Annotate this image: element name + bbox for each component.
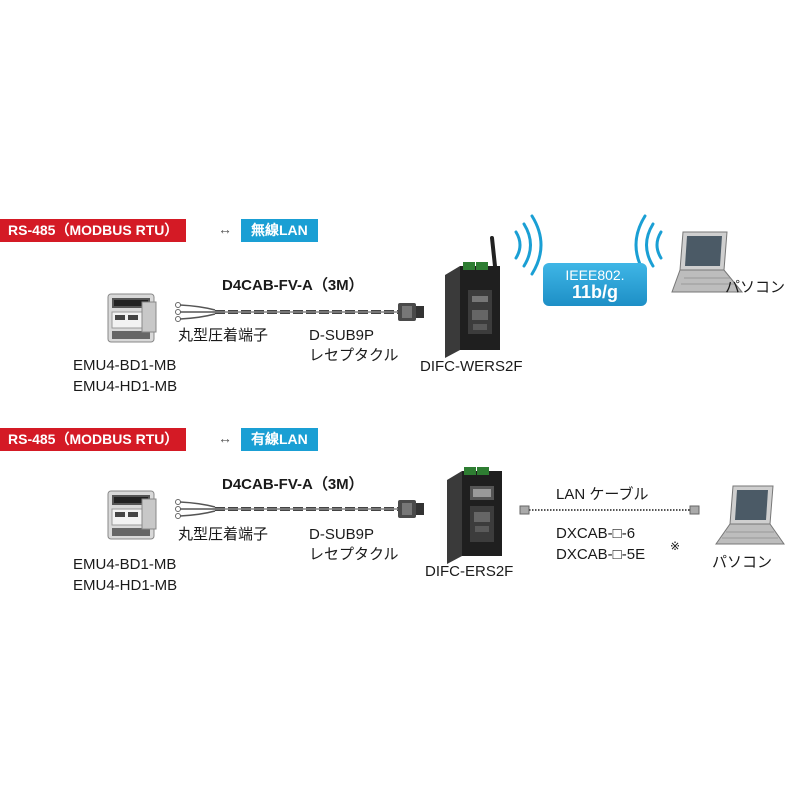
lan-tag-wired: 有線LAN	[241, 428, 318, 451]
device-label-wired: DIFC-ERS2F	[425, 563, 514, 580]
lan-cable-label: LAN ケーブル	[556, 486, 649, 503]
dsub-connector-icon	[398, 500, 424, 518]
laptop-icon	[715, 485, 785, 545]
lan-cable-model-2: DXCAB-□-5E	[556, 546, 646, 563]
meter-label-line1: EMU4-BD1-MB	[73, 556, 177, 573]
dsub-label-line2: レセプタクル	[309, 546, 399, 563]
wireless-waves-icon	[514, 214, 543, 276]
lan-cable-icon	[519, 505, 700, 515]
cable-name-wireless: D4CAB-FV-A（3M）	[222, 277, 364, 294]
bidirectional-arrow-icon: ↔	[218, 430, 232, 446]
dsub-label-line1: D-SUB9P	[309, 526, 375, 543]
meter-module-icon	[107, 293, 157, 343]
dsub-label-line2: レセプタクル	[309, 347, 399, 364]
meter-label-line1: EMU4-BD1-MB	[73, 357, 177, 374]
lan-tag-wireless: 無線LAN	[241, 219, 318, 242]
crimp-terminal-icon	[175, 302, 181, 322]
terminal-label: 丸型圧着端子	[178, 526, 269, 543]
protocol-tag-wired: RS-485（MODBUS RTU）	[0, 428, 187, 451]
bidirectional-arrow-icon: ↔	[218, 221, 232, 237]
protocol-tag-wireless: RS-485（MODBUS RTU）	[0, 219, 187, 242]
device-label-wireless: DIFC-WERS2F	[420, 358, 523, 375]
pc-label-wireless: パソコン	[725, 279, 786, 296]
converter-device-icon	[445, 236, 500, 358]
meter-label-line2: EMU4-HD1-MB	[73, 577, 178, 594]
terminal-label: 丸型圧着端子	[178, 327, 269, 344]
laptop-icon	[671, 231, 744, 293]
meter-module-icon	[107, 490, 157, 540]
lan-cable-model-1: DXCAB-□-6	[556, 525, 636, 542]
pc-label-wired: パソコン	[712, 554, 773, 571]
ieee-line1: IEEE802.	[565, 267, 625, 283]
converter-device-icon	[447, 467, 502, 564]
meter-label-line2: EMU4-HD1-MB	[73, 378, 178, 395]
ieee-badge: IEEE802. 11b/g	[543, 263, 647, 306]
dsub-connector-icon	[398, 303, 424, 321]
crimp-terminal-icon	[175, 499, 181, 519]
note-mark: ※	[670, 539, 681, 553]
cable-name-wired: D4CAB-FV-A（3M）	[222, 476, 364, 493]
dsub-label-line1: D-SUB9P	[309, 327, 375, 344]
ieee-line2: 11b/g	[571, 282, 619, 302]
